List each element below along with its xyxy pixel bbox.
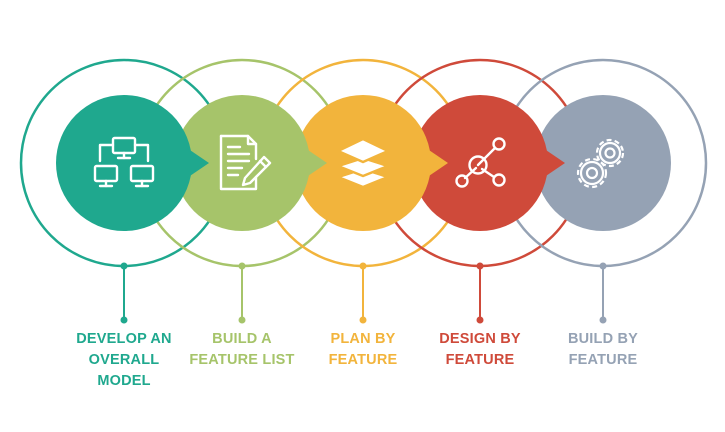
step-2-arrow bbox=[302, 146, 327, 180]
step-5-label: BUILD BY FEATURE bbox=[528, 329, 678, 371]
step-3-connector-dot bbox=[359, 262, 367, 270]
step-3-label: PLAN BY FEATURE bbox=[288, 329, 438, 371]
connectors bbox=[120, 262, 607, 324]
step-label-line: MODEL bbox=[97, 373, 151, 389]
step-label-line: BUILD A bbox=[212, 331, 272, 347]
layers-stack-icon bbox=[336, 137, 390, 189]
step-1-arrow bbox=[184, 146, 209, 180]
step-4-connector-dot bbox=[476, 262, 484, 270]
step-1-circle bbox=[56, 95, 192, 231]
step-4-connector-end-dot bbox=[476, 316, 484, 324]
step-3-connector-end-dot bbox=[359, 316, 367, 324]
step-label-line: FEATURE bbox=[445, 352, 515, 368]
network-computers-icon bbox=[93, 136, 155, 188]
step-5-connector-end-dot bbox=[599, 316, 607, 324]
step-5-connector-dot bbox=[599, 262, 607, 270]
step-2-connector-end-dot bbox=[238, 316, 246, 324]
step-4-arrow bbox=[540, 146, 565, 180]
step-label-line: DEVELOP AN bbox=[76, 331, 172, 347]
step-label-line: FEATURE bbox=[328, 352, 398, 368]
step-1-label: DEVELOP AN OVERALL MODEL bbox=[49, 329, 199, 392]
step-label-line: DESIGN BY bbox=[439, 331, 521, 347]
step-2-circle bbox=[174, 95, 310, 231]
document-pen-icon bbox=[219, 134, 272, 191]
step-label-line: FEATURE bbox=[568, 352, 638, 368]
step-1-connector-dot bbox=[120, 262, 128, 270]
step-2-label: BUILD A FEATURE LIST bbox=[167, 329, 317, 371]
step-label-line: PLAN BY bbox=[330, 331, 396, 347]
step-icons bbox=[93, 134, 625, 191]
molecule-nodes-icon bbox=[455, 137, 506, 188]
step-label-line: OVERALL bbox=[88, 352, 160, 368]
step-4-label: DESIGN BY FEATURE bbox=[405, 329, 555, 371]
step-label-line: BUILD BY bbox=[567, 331, 639, 347]
step-3-arrow bbox=[423, 146, 448, 180]
step-label-line: FEATURE LIST bbox=[189, 352, 295, 368]
step-2-connector-dot bbox=[238, 262, 246, 270]
step-1-connector-end-dot bbox=[120, 316, 128, 324]
gears-icon bbox=[576, 138, 625, 189]
